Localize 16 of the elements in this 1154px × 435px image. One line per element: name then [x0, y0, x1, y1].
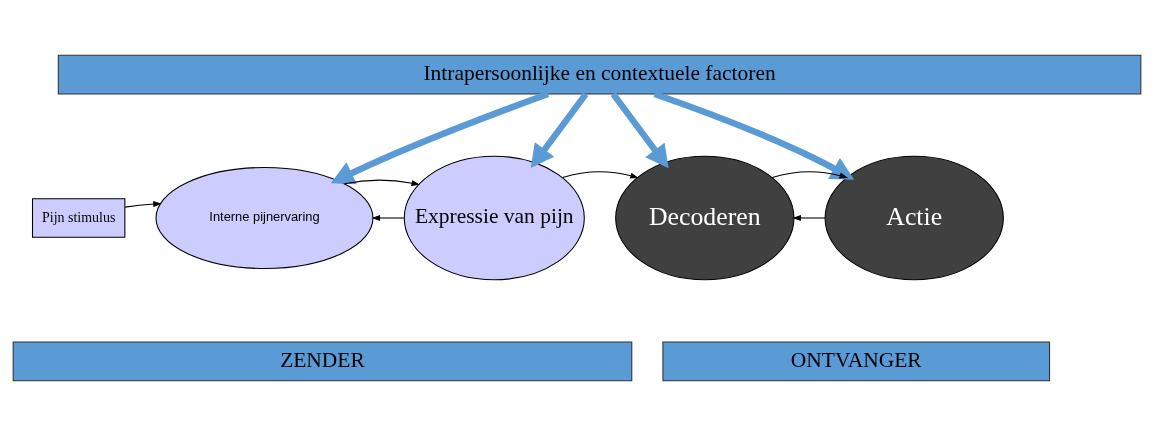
arrow	[562, 170, 639, 179]
arrow	[330, 90, 550, 184]
arrow	[371, 214, 405, 221]
arrow	[610, 91, 669, 168]
node-ellipse: Expressie van pijn	[403, 155, 585, 280]
arrow	[343, 179, 421, 186]
arrow	[792, 214, 826, 221]
node-ellipse: Decoderen	[615, 155, 795, 280]
node-box: ONTVANGER	[662, 341, 1051, 381]
node-box: Pijn stimulus	[31, 197, 126, 238]
arrow	[124, 200, 162, 208]
node-box: Intrapersoonlijke en contextuele factoren	[57, 54, 1142, 94]
arrow	[771, 170, 849, 178]
arrow	[653, 90, 855, 180]
arrow	[530, 91, 589, 168]
node-box: ZENDER	[12, 341, 633, 381]
